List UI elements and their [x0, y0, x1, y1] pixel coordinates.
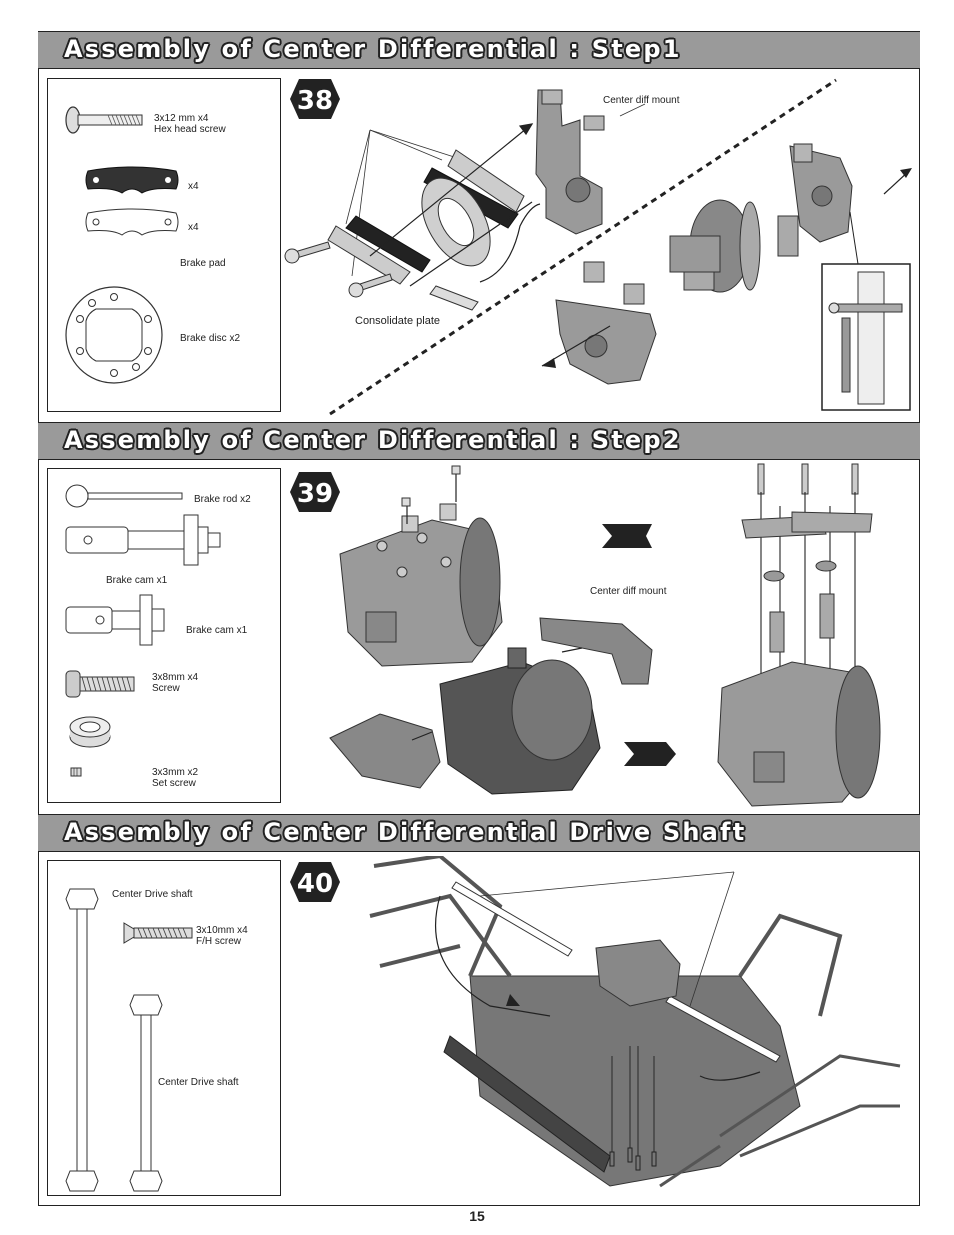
parts-list-step2: Brake rod x2 Brake cam x1 Brake cam x1 3… — [47, 468, 281, 803]
part-label: Brake rod x2 — [194, 494, 251, 505]
brake-disc-icon — [65, 286, 163, 384]
set-screw-icon — [70, 767, 82, 777]
part-label: 3x10mm x4 F/H screw — [196, 925, 248, 947]
section-header-step1: Assembly of Center Differential : Step1 — [38, 31, 920, 69]
step-number: 38 — [297, 86, 333, 116]
parts-list-drive-shaft: Center Drive shaft 3x10mm x4 F/H screw C… — [47, 860, 281, 1196]
step-number: 39 — [297, 479, 333, 509]
step-badge: 39 — [290, 472, 340, 512]
step-badge: 40 — [290, 862, 340, 902]
part-label: Brake cam x1 — [106, 575, 168, 586]
brake-pad-dark-icon — [85, 166, 179, 194]
part-label: 3x3mm x2 Set screw — [152, 767, 199, 789]
brake-rod-icon — [65, 484, 183, 508]
brake-pad-light-icon — [85, 208, 179, 236]
section-title: Assembly of Center Differential : Step1 — [64, 35, 682, 63]
step-badge: 38 — [290, 79, 340, 119]
section-title: Assembly of Center Differential Drive Sh… — [64, 818, 747, 846]
section-title: Assembly of Center Differential : Step2 — [64, 426, 682, 454]
step-number: 40 — [297, 869, 333, 899]
exploded-diagram-step1 — [284, 78, 912, 416]
part-label: Brake cam x1 — [186, 625, 248, 636]
part-label: Brake pad — [180, 258, 226, 269]
part-label: Brake disc x2 — [180, 333, 241, 344]
callout-center-diff-mount: Center diff mount — [590, 586, 667, 597]
callout-center-diff-mount: Center diff mount — [603, 95, 680, 106]
section-header-step2: Assembly of Center Differential : Step2 — [38, 422, 920, 460]
part-label: Center Drive shaft — [158, 1077, 239, 1088]
section-header-drive-shaft: Assembly of Center Differential Drive Sh… — [38, 814, 920, 852]
brake-cam-long-icon — [65, 514, 221, 566]
part-label: x4 — [188, 181, 199, 192]
bearing-icon — [69, 716, 111, 748]
brake-cam-short-icon — [65, 594, 165, 646]
short-drive-shaft-icon — [129, 994, 163, 1192]
long-drive-shaft-icon — [65, 888, 99, 1192]
exploded-diagram-step2 — [329, 463, 881, 807]
flat-head-screw-icon — [123, 922, 193, 944]
callout-consolidate-plate: Consolidate plate — [355, 315, 441, 327]
screw-icon — [65, 670, 135, 698]
part-label: x4 — [188, 222, 199, 233]
page-number: 15 — [469, 1208, 485, 1224]
hex-head-screw-icon — [65, 106, 143, 134]
part-label: 3x8mm x4 Screw — [152, 672, 199, 694]
part-label: Center Drive shaft — [112, 889, 193, 900]
parts-list-step1: 3x12 mm x4 Hex head screw x4 x4 Brake pa… — [47, 78, 281, 412]
part-label: 3x12 mm x4 Hex head screw — [154, 113, 226, 135]
chassis-diagram-step40 — [369, 856, 901, 1188]
